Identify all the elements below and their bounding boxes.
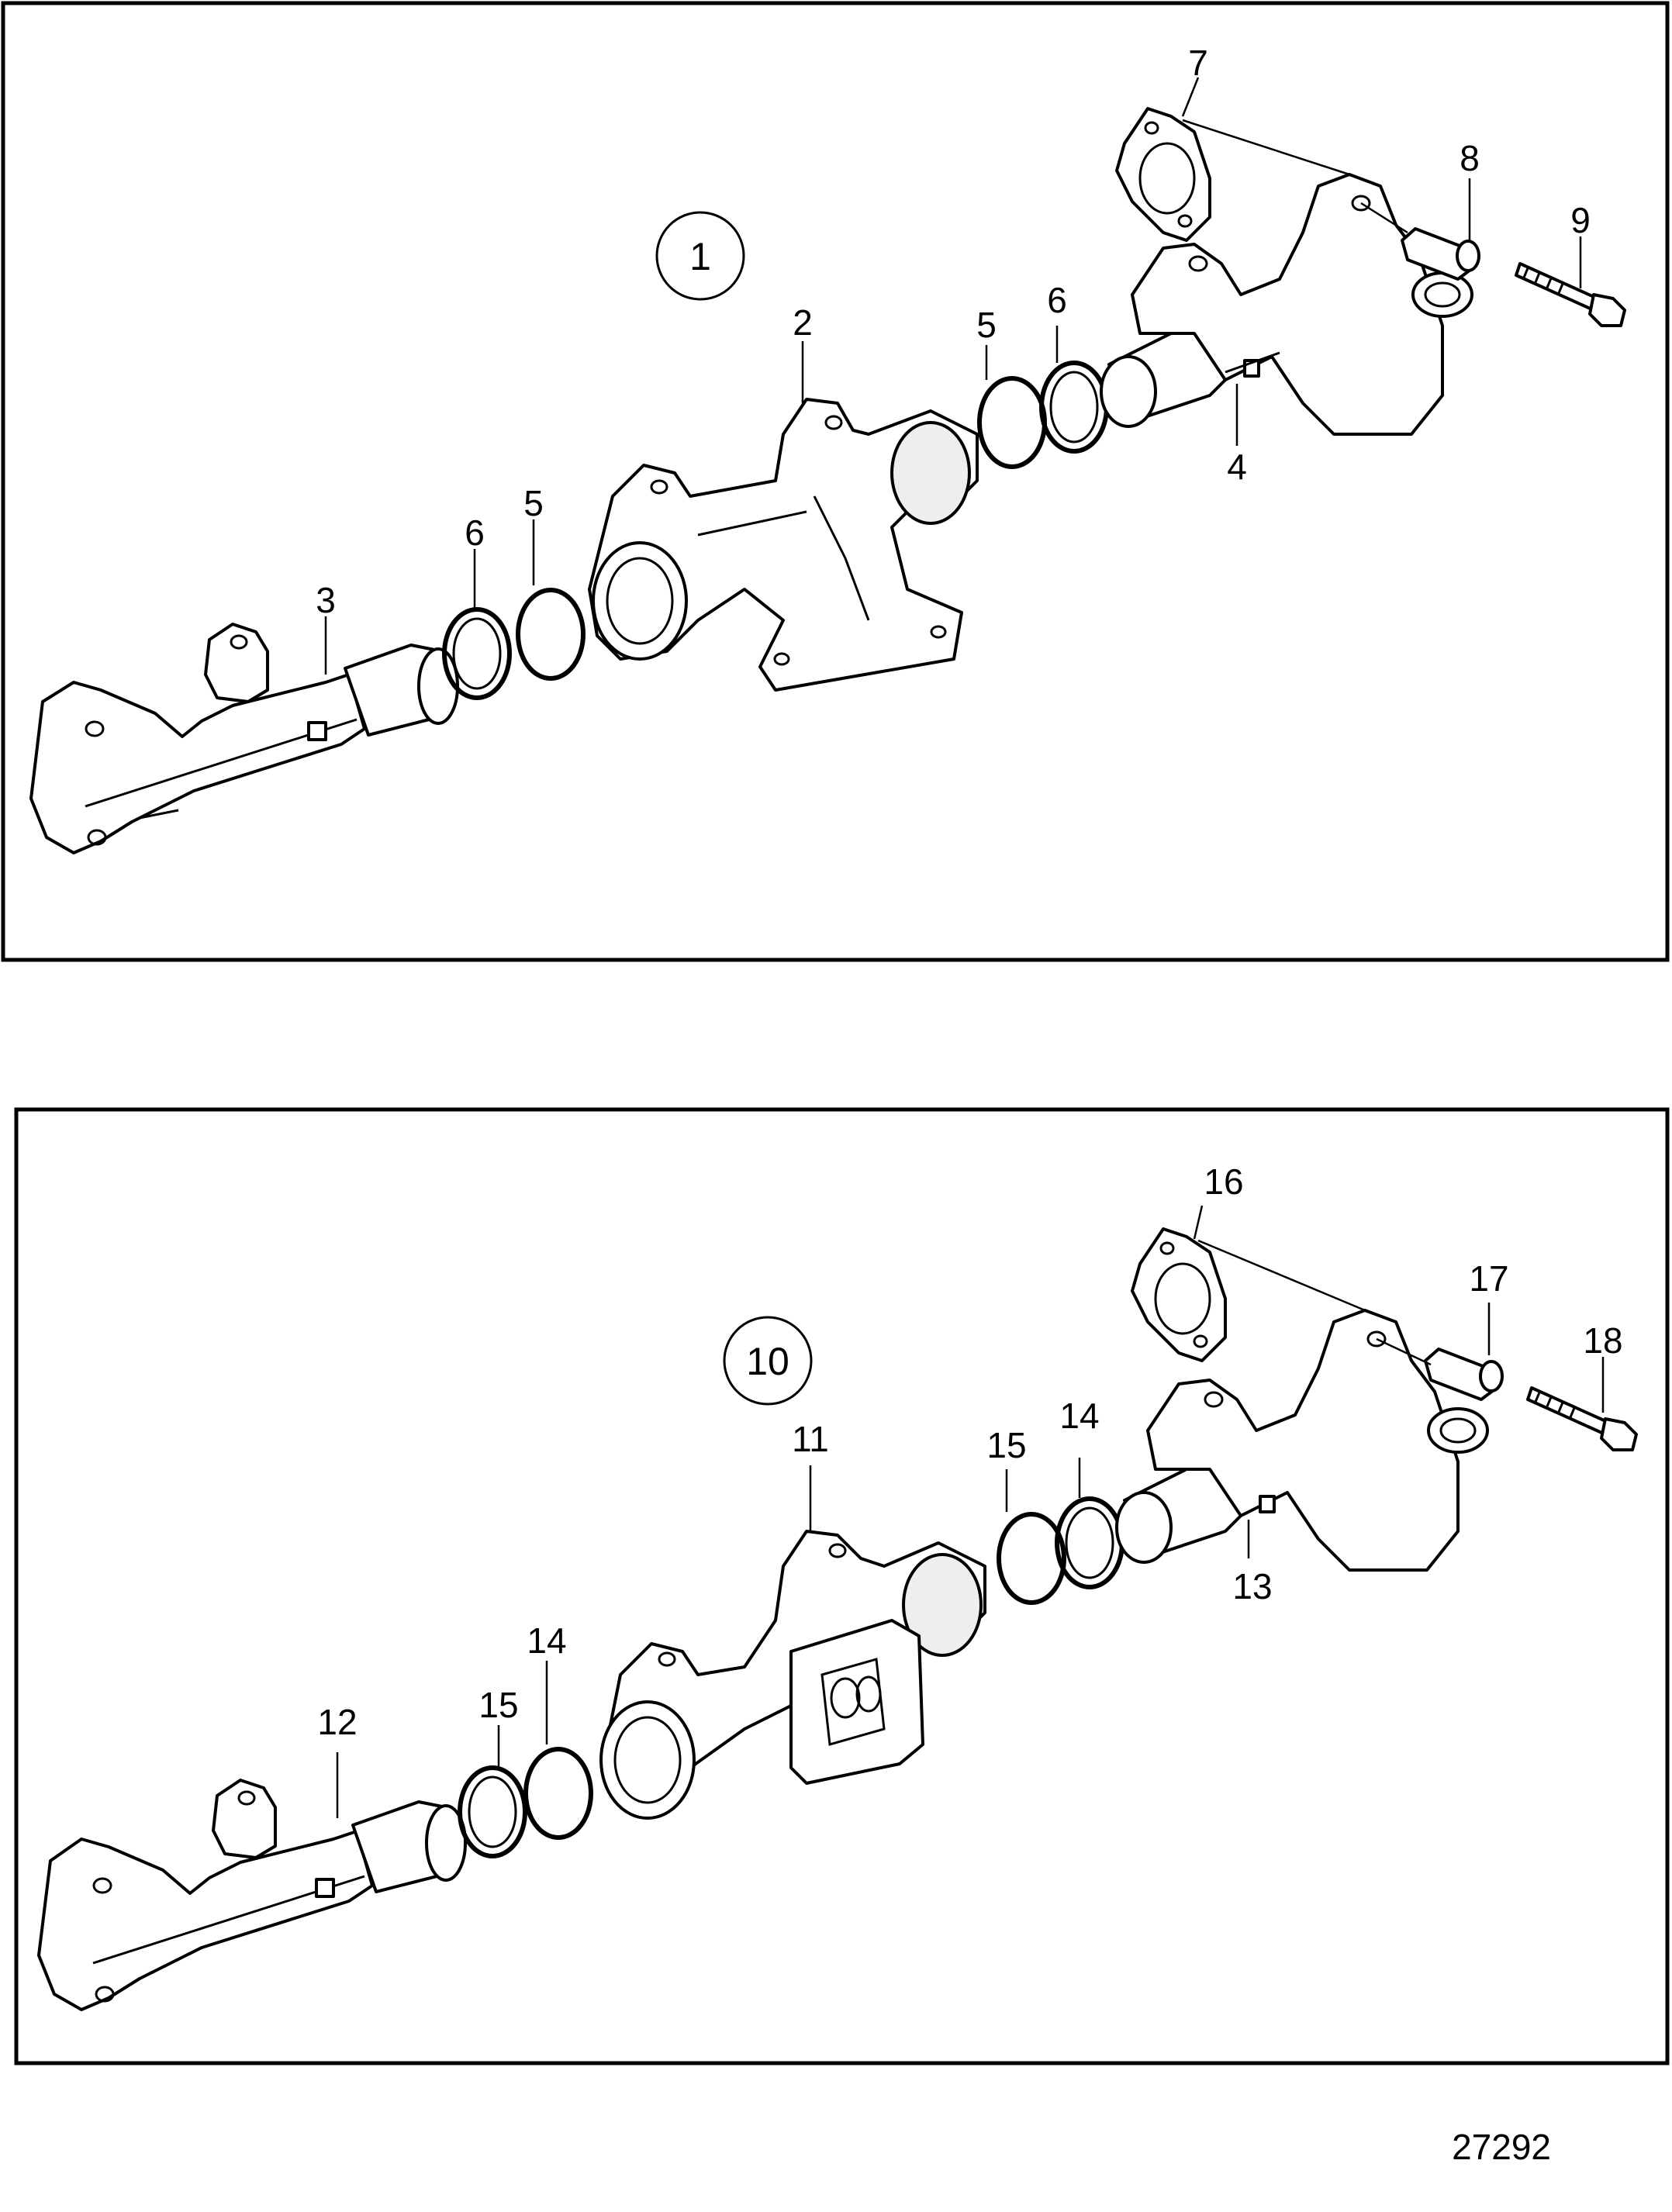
callout-17: 17 bbox=[1469, 1258, 1508, 1299]
callout-15-left: 15 bbox=[478, 1685, 518, 1725]
callout-14-left: 14 bbox=[527, 1620, 566, 1661]
callout-7: 7 bbox=[1188, 43, 1208, 83]
assembly-circle-1 bbox=[655, 211, 745, 301]
figure-id: 27292 bbox=[1452, 2127, 1551, 2167]
spacer-sleeve-17 bbox=[1424, 1348, 1504, 1401]
callout-2: 2 bbox=[793, 302, 813, 343]
callout-5-left: 5 bbox=[523, 483, 544, 523]
assembly-label-10: 10 bbox=[746, 1340, 789, 1383]
gasket-7 bbox=[1115, 107, 1211, 242]
callout-16: 16 bbox=[1204, 1161, 1243, 1202]
callout-8: 8 bbox=[1460, 138, 1480, 178]
callout-5-right: 5 bbox=[976, 305, 997, 345]
callout-9: 9 bbox=[1570, 200, 1591, 240]
bolt-9 bbox=[1515, 262, 1626, 327]
ring-5-left bbox=[516, 588, 586, 681]
callout-12: 12 bbox=[317, 1702, 357, 1742]
panel-top: 1 2 3 4 5 5 6 6 7 8 9 bbox=[1, 1, 1670, 962]
callout-6-left: 6 bbox=[465, 512, 485, 553]
bolt-18 bbox=[1526, 1386, 1638, 1451]
gasket-16 bbox=[1131, 1227, 1227, 1362]
ring-6-left bbox=[442, 607, 512, 700]
ring-14-left bbox=[523, 1747, 593, 1840]
callout-14-right: 14 bbox=[1059, 1396, 1099, 1436]
callout-4: 4 bbox=[1227, 447, 1247, 487]
manifold-section-left-2 bbox=[37, 1779, 467, 2011]
panel-top-frame bbox=[1, 1, 1670, 962]
ring-5-right bbox=[977, 376, 1047, 469]
ring-15-right bbox=[997, 1512, 1066, 1605]
manifold-section-right-2 bbox=[1115, 1309, 1489, 1572]
panel-bottom-frame bbox=[14, 1107, 1670, 2065]
ring-15-left bbox=[458, 1765, 527, 1858]
manifold-section-middle-2 bbox=[599, 1530, 986, 1820]
callout-18: 18 bbox=[1583, 1320, 1622, 1361]
callout-13: 13 bbox=[1232, 1566, 1272, 1606]
spacer-sleeve-8 bbox=[1401, 227, 1480, 281]
callout-3: 3 bbox=[316, 580, 336, 620]
manifold-section-left bbox=[29, 623, 459, 854]
callout-15-right: 15 bbox=[986, 1425, 1026, 1465]
assembly-circle-10 bbox=[723, 1316, 813, 1406]
assembly-label-1: 1 bbox=[689, 235, 711, 278]
callout-6-right: 6 bbox=[1047, 280, 1067, 320]
manifold-section-middle bbox=[588, 398, 979, 692]
callout-11: 11 bbox=[792, 1419, 829, 1459]
panel-bottom: 10 11 12 13 14 14 15 15 16 17 18 bbox=[14, 1107, 1670, 2065]
